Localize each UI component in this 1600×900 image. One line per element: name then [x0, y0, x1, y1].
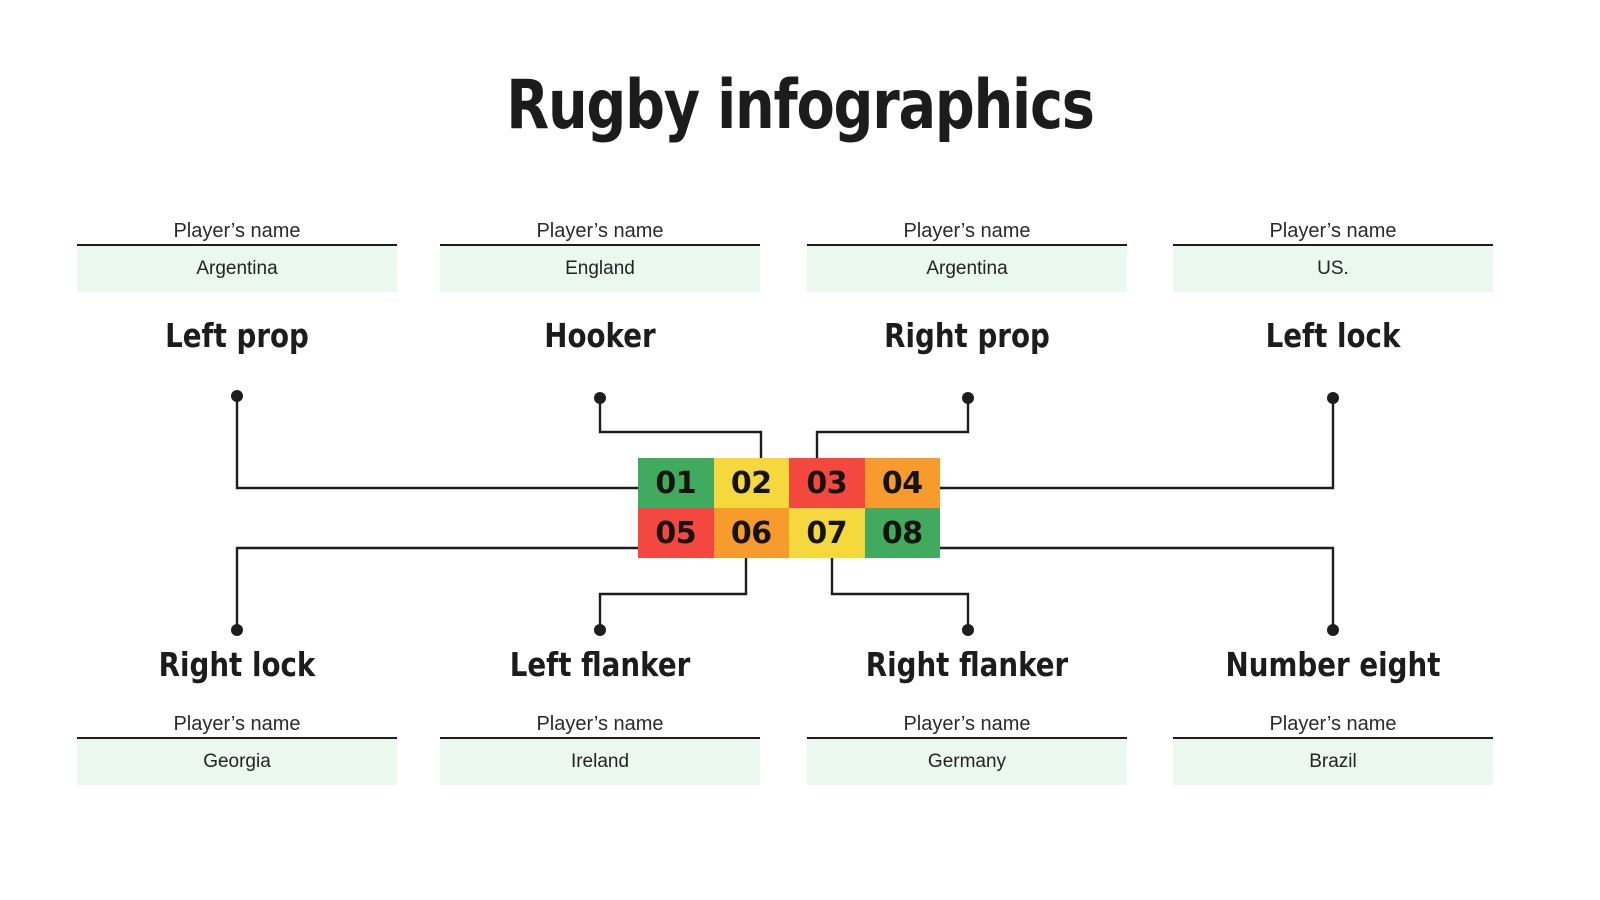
grid-cell-08[interactable]: 08 — [864, 508, 940, 558]
position-title: Left lock — [1265, 316, 1401, 355]
connector-left-prop — [235, 396, 638, 490]
card-divider — [1173, 737, 1493, 739]
grid-cell-03[interactable]: 03 — [789, 458, 865, 508]
connector-right-lock — [235, 546, 638, 630]
card-divider — [440, 244, 760, 246]
player-name-label: Player’s name — [173, 220, 301, 242]
grid-cell-06[interactable]: 06 — [713, 508, 789, 558]
connector-dot-left-lock — [1327, 392, 1339, 404]
position-title: Left prop — [165, 316, 309, 355]
player-name-label: Player’s name — [536, 220, 664, 242]
position-title: Hooker — [544, 316, 656, 355]
grid-cell-01[interactable]: 01 — [638, 458, 714, 508]
country-value: Argentina — [77, 246, 397, 292]
connector-dot-left-prop — [231, 390, 243, 402]
player-name-label: Player’s name — [173, 713, 301, 735]
position-title: Right lock — [158, 645, 316, 684]
player-name-label: Player’s name — [903, 713, 1031, 735]
card-divider — [77, 737, 397, 739]
country-value: Brazil — [1173, 739, 1493, 785]
card-divider — [440, 737, 760, 739]
connector-dot-hooker — [594, 392, 606, 404]
position-title: Left flanker — [509, 645, 691, 684]
card-divider — [1173, 244, 1493, 246]
player-card-hooker[interactable]: Player’s name England Hooker — [440, 218, 760, 356]
player-card-number-eight[interactable]: Number eight Player’s name Brazil — [1173, 645, 1493, 785]
connector-dot-right-flanker — [962, 624, 974, 636]
connector-left-flanker — [598, 558, 748, 630]
player-card-left-flanker[interactable]: Left flanker Player’s name Ireland — [440, 645, 760, 785]
connector-right-prop — [815, 398, 970, 458]
card-divider — [807, 244, 1127, 246]
connector-number-eight — [940, 546, 1335, 630]
country-value: Georgia — [77, 739, 397, 785]
country-value: Ireland — [440, 739, 760, 785]
grid-cell-02[interactable]: 02 — [713, 458, 789, 508]
country-value: England — [440, 246, 760, 292]
player-card-right-prop[interactable]: Player’s name Argentina Right prop — [807, 218, 1127, 356]
connector-dot-right-lock — [231, 624, 243, 636]
connector-left-lock — [940, 398, 1335, 490]
grid-cell-05[interactable]: 05 — [638, 508, 714, 558]
player-card-right-flanker[interactable]: Right flanker Player’s name Germany — [807, 645, 1127, 785]
grid-cell-04[interactable]: 04 — [864, 458, 940, 508]
player-name-label: Player’s name — [536, 713, 664, 735]
position-title: Number eight — [1225, 645, 1441, 684]
player-card-left-lock[interactable]: Player’s name US. Left lock — [1173, 218, 1493, 356]
position-title: Right prop — [884, 316, 1050, 355]
card-divider — [807, 737, 1127, 739]
connector-right-flanker — [830, 558, 970, 630]
player-name-label: Player’s name — [1269, 713, 1397, 735]
connector-dot-left-flanker — [594, 624, 606, 636]
page-title: Rugby infographics — [506, 66, 1095, 145]
connector-dot-number-eight — [1327, 624, 1339, 636]
country-value: US. — [1173, 246, 1493, 292]
player-card-left-prop[interactable]: Player’s name Argentina Left prop — [77, 218, 397, 356]
position-title: Right flanker — [865, 645, 1069, 684]
card-divider — [77, 244, 397, 246]
player-card-right-lock[interactable]: Right lock Player’s name Georgia — [77, 645, 397, 785]
connector-dot-right-prop — [962, 392, 974, 404]
player-name-label: Player’s name — [1269, 220, 1397, 242]
country-value: Germany — [807, 739, 1127, 785]
grid-cell-07[interactable]: 07 — [789, 508, 865, 558]
player-name-label: Player’s name — [903, 220, 1031, 242]
country-value: Argentina — [807, 246, 1127, 292]
connector-hooker — [598, 398, 763, 458]
position-number-grid: 01 02 03 04 05 06 07 08 — [638, 458, 940, 558]
